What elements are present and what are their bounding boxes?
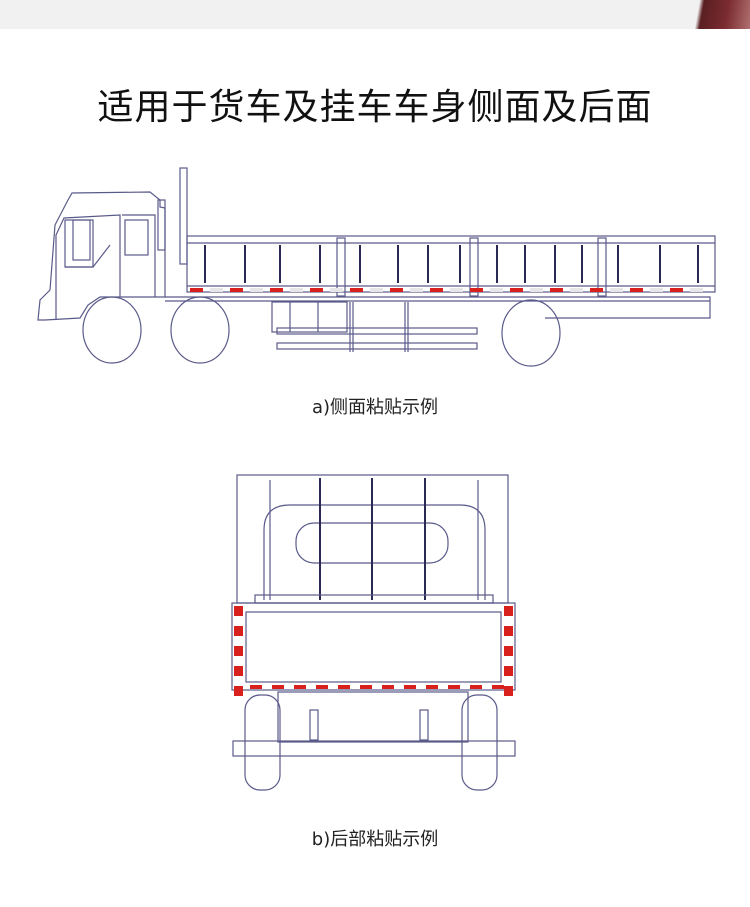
red-reflective-segment (492, 685, 504, 689)
red-reflective-segment (360, 685, 372, 689)
red-reflective-segment (234, 626, 243, 636)
side-view-truck-diagram (37, 167, 716, 367)
rear-view-truck-diagram (231, 474, 516, 791)
red-reflective-segment (234, 666, 243, 676)
red-reflective-segment (338, 685, 350, 689)
rear-view-caption: b)后部粘贴示例 (311, 829, 439, 850)
white-reflective-segment (330, 288, 343, 292)
red-reflective-segment (504, 666, 513, 676)
red-reflective-segment (426, 685, 438, 689)
red-reflective-segment (390, 288, 403, 292)
red-reflective-segment (234, 646, 243, 656)
red-reflective-segment (294, 685, 306, 689)
red-reflective-segment (316, 685, 328, 689)
white-reflective-segment (690, 288, 703, 292)
red-reflective-segment (404, 685, 416, 689)
white-reflective-segment (650, 288, 663, 292)
side-hinge-post (469, 237, 479, 297)
white-reflective-segment (370, 288, 383, 292)
red-reflective-segment (504, 606, 513, 616)
red-reflective-segment (350, 288, 363, 292)
red-reflective-segment (504, 686, 513, 696)
white-reflective-segment (530, 288, 543, 292)
red-reflective-segment (504, 646, 513, 656)
red-reflective-segment (190, 288, 203, 292)
red-reflective-segment (250, 685, 262, 689)
white-reflective-segment (290, 288, 303, 292)
red-reflective-segment (550, 288, 563, 292)
red-reflective-segment (470, 288, 483, 292)
red-reflective-segment (230, 288, 243, 292)
red-reflective-segment (382, 685, 394, 689)
red-reflective-segment (504, 626, 513, 636)
red-reflective-segment (272, 685, 284, 689)
top-banner-strip (0, 0, 750, 29)
side-hinge-post (336, 237, 346, 297)
white-reflective-segment (490, 288, 503, 292)
red-reflective-segment (590, 288, 603, 292)
white-reflective-segment (610, 288, 623, 292)
red-reflective-segment (510, 288, 523, 292)
side-view-caption: a)侧面粘贴示例 (311, 397, 439, 418)
white-reflective-segment (210, 288, 223, 292)
white-reflective-segment (450, 288, 463, 292)
red-reflective-segment (234, 686, 243, 696)
white-reflective-segment (570, 288, 583, 292)
white-reflective-segment (410, 288, 423, 292)
red-reflective-segment (670, 288, 683, 292)
red-reflective-segment (270, 288, 283, 292)
red-reflective-segment (448, 685, 460, 689)
red-reflective-segment (630, 288, 643, 292)
page-title: 适用于货车及挂车车身侧面及后面 (97, 87, 653, 128)
product-photo-corner (690, 0, 750, 29)
red-reflective-segment (234, 606, 243, 616)
red-reflective-segment (430, 288, 443, 292)
side-hinge-post (597, 237, 607, 297)
red-reflective-segment (470, 685, 482, 689)
white-reflective-segment (250, 288, 263, 292)
red-reflective-segment (310, 288, 323, 292)
